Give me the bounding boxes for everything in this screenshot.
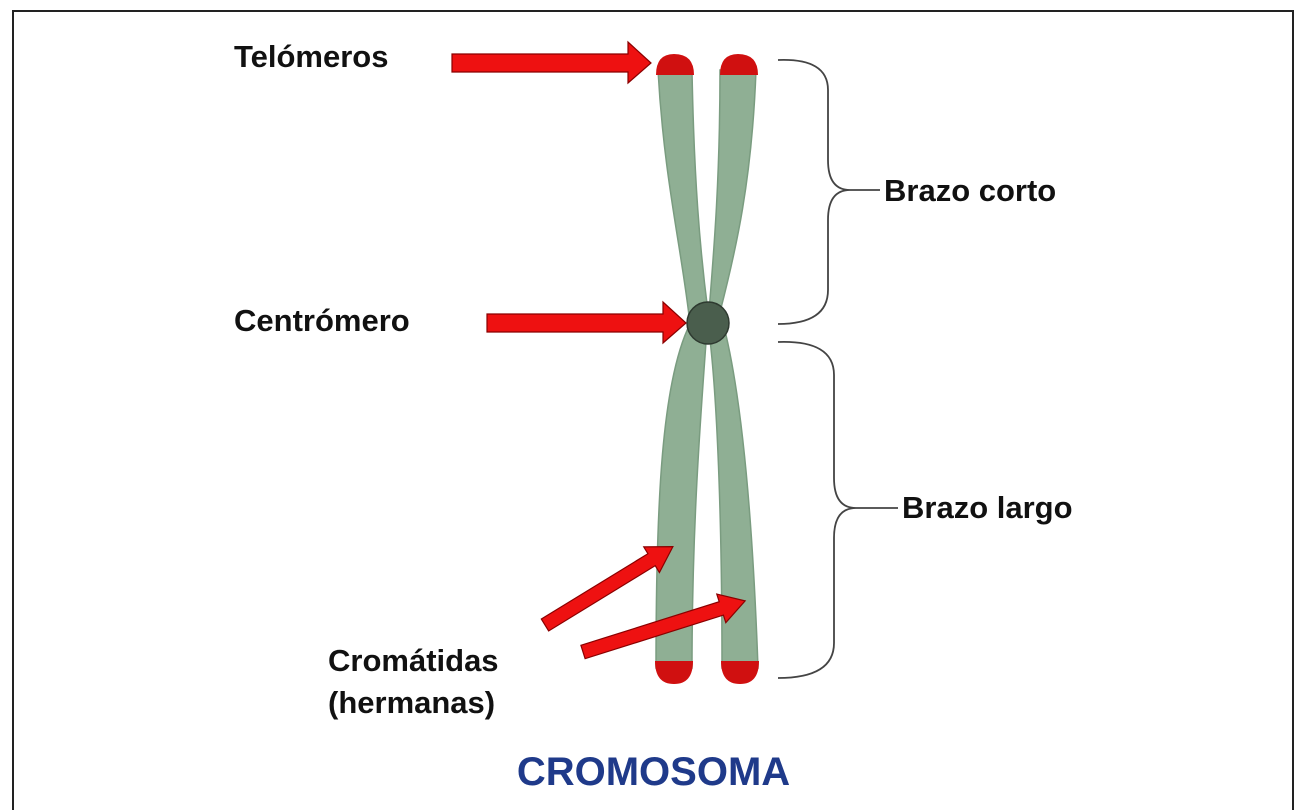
telomeres-label: Telómeros [234, 39, 389, 74]
chromatid-arrow-lower [580, 593, 747, 660]
telomere-bottom-right [721, 661, 759, 684]
centromere-label: Centrómero [234, 303, 410, 338]
telomere-top-left [656, 54, 694, 75]
chromatid-left [655, 69, 709, 669]
long-arm-label: Brazo largo [902, 490, 1073, 525]
diagram-frame [12, 10, 1294, 810]
long-arm-brace [777, 341, 898, 679]
centromere-arrow [486, 300, 687, 345]
chromatids-label-line1: Cromátidas [328, 643, 499, 678]
telomere-top-right [720, 54, 758, 75]
diagram-title: CROMOSOMA [516, 750, 791, 794]
telomere-arrow [451, 40, 652, 85]
short-arm-label: Brazo corto [884, 173, 1057, 208]
chromatids-label-line2: (hermanas) [328, 684, 496, 720]
chromatid-arrow-upper [540, 546, 674, 632]
centromere [686, 301, 730, 345]
chromatids-label: Cromátidas (hermanas) [328, 640, 499, 724]
chromatid-right [707, 69, 759, 669]
short-arm-brace [777, 59, 880, 325]
telomere-bottom-left [655, 661, 693, 684]
